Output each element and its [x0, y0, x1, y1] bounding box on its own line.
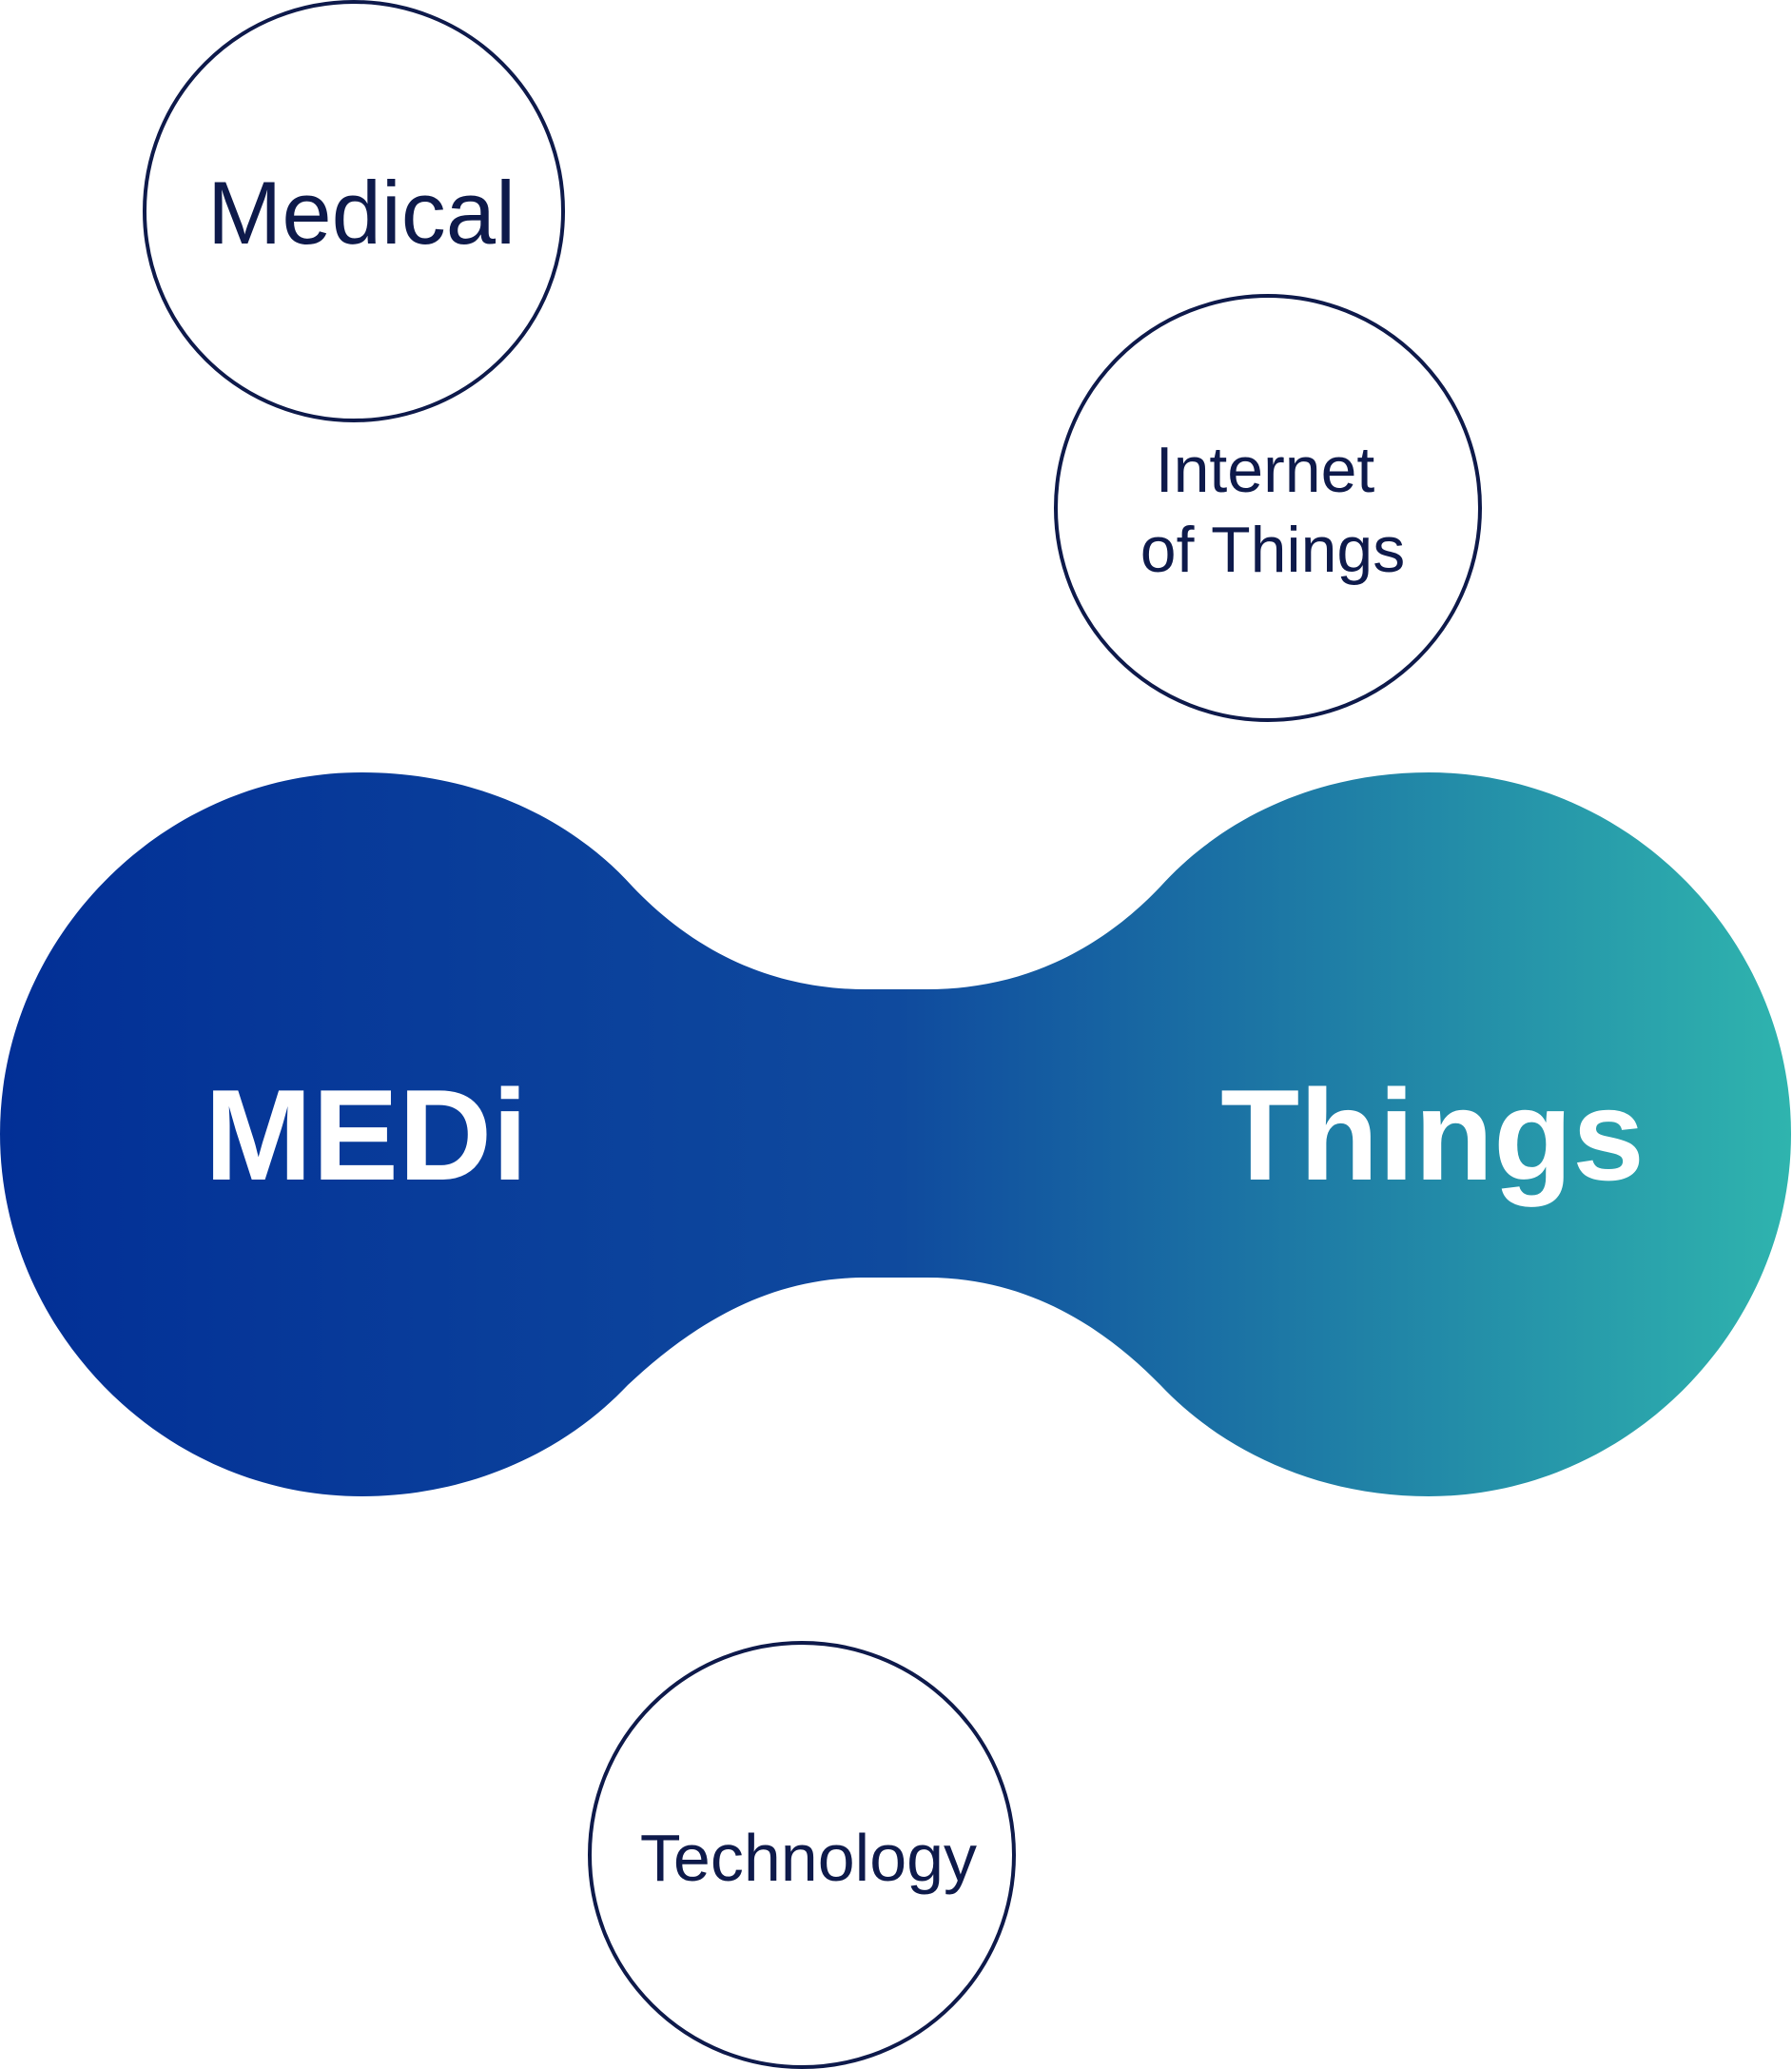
- iot-node: Internet of Things: [1054, 294, 1482, 722]
- iot-label-line2: of Things: [1140, 514, 1405, 586]
- iot-label-line1: Internet: [1156, 434, 1375, 506]
- iot-circle: [1054, 294, 1482, 722]
- medi-label: MEDi: [205, 1063, 528, 1207]
- medi-things-blob: MEDi Things: [0, 772, 1791, 1496]
- medical-label: Medical: [207, 163, 516, 263]
- technology-label: Technology: [640, 1821, 977, 1895]
- technology-node: Technology: [588, 1641, 1016, 2069]
- medical-node: Medical: [143, 0, 565, 422]
- medical-circle: [143, 0, 565, 422]
- technology-circle: [588, 1641, 1016, 2069]
- blob-shape: [0, 772, 1791, 1496]
- things-label: Things: [1220, 1063, 1645, 1207]
